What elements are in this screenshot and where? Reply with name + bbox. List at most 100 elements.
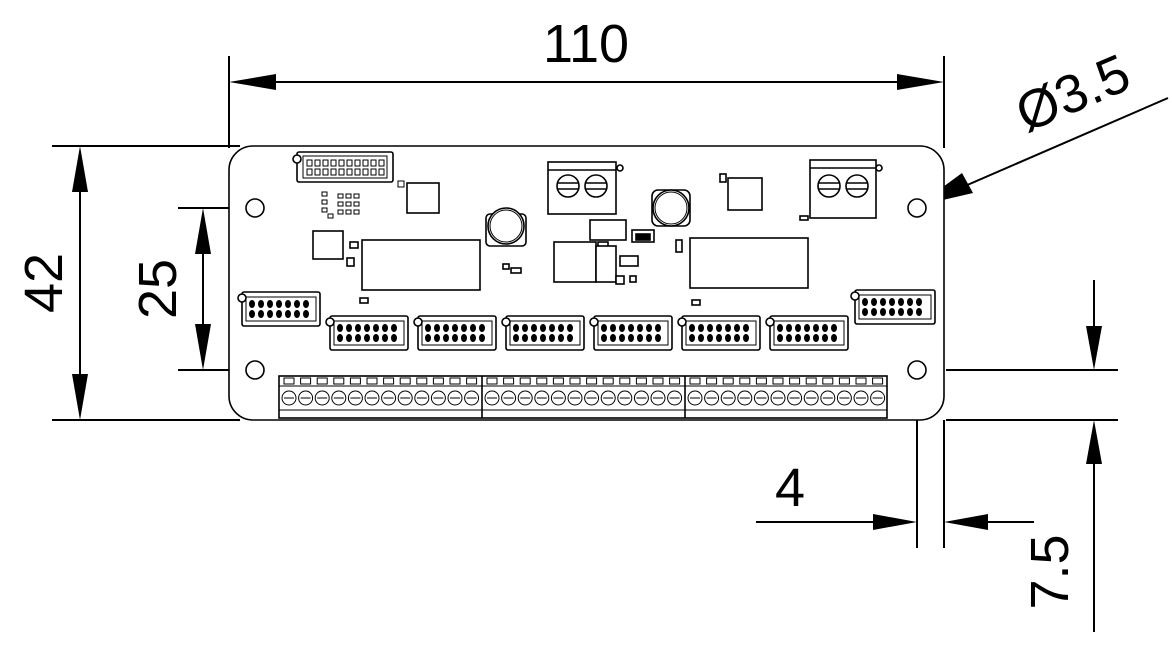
connector-latch: [677, 317, 687, 327]
connector-pin: [513, 334, 519, 342]
connector-latch: [765, 317, 775, 327]
terminal-slot: [432, 377, 444, 385]
smd-part: [321, 191, 328, 197]
connector-pin: [907, 298, 913, 306]
connector-pin: [795, 324, 801, 332]
connector-pin: [628, 334, 634, 342]
smd-part: [510, 267, 522, 274]
connector-pin: [637, 324, 643, 332]
power-module: [553, 241, 597, 283]
connector-pin: [540, 334, 546, 342]
connector-pin: [303, 310, 309, 318]
terminal-slot: [652, 377, 664, 385]
ic-chip-left: [312, 230, 344, 260]
connector-pin: [479, 334, 485, 342]
connector-latch: [325, 317, 335, 327]
connector-inner: [509, 320, 581, 346]
dimension-width: [228, 56, 945, 148]
connector-pin: [707, 324, 713, 332]
terminal-slot: [449, 377, 461, 385]
connector-latch: [237, 293, 247, 303]
connector-pin: [743, 334, 749, 342]
connector-pin: [443, 334, 449, 342]
connector-pin: [434, 324, 440, 332]
connector-pin: [267, 310, 273, 318]
connector-pin: [258, 310, 264, 318]
ic-chip-center: [589, 219, 627, 241]
terminal-slot: [706, 377, 718, 385]
connector-pin: [646, 334, 652, 342]
terminal-slot: [805, 377, 817, 385]
header-pin: [346, 159, 353, 167]
terminal-slot: [635, 377, 647, 385]
connector-latch: [413, 317, 423, 327]
connector-pin: [249, 300, 255, 308]
smd-part: [675, 239, 683, 253]
connector-pin: [831, 334, 837, 342]
connector-pin: [346, 324, 352, 332]
terminal-slot: [283, 377, 295, 385]
terminal-slot: [536, 377, 548, 385]
header-pin: [362, 159, 369, 167]
relay-right: [689, 237, 809, 289]
connector-pin: [549, 334, 555, 342]
smd-part: [615, 275, 625, 285]
connector-pin: [880, 298, 886, 306]
connector-pin: [880, 308, 886, 316]
header-pin: [306, 168, 313, 176]
terminal-screws: [281, 377, 886, 406]
connector-inner: [597, 320, 669, 346]
header-pin: [378, 159, 385, 167]
ic-chip-right: [727, 177, 763, 211]
smd-part: [799, 215, 809, 221]
smd-part: [349, 241, 359, 249]
header-pin: [354, 159, 361, 167]
connector-inner: [421, 320, 493, 346]
connector-pin: [285, 310, 291, 318]
connector-pin: [786, 334, 792, 342]
connector-pin: [725, 324, 731, 332]
connector-pin: [822, 334, 828, 342]
connector-latch: [850, 291, 860, 301]
smd-part: [691, 299, 701, 306]
header-pin: [338, 159, 345, 167]
top-header-connector: [292, 151, 394, 183]
ic-chip-upper: [406, 182, 440, 214]
power-module-tab: [595, 245, 617, 283]
connector-pin: [716, 324, 722, 332]
connector-pin: [619, 324, 625, 332]
connector-pin: [373, 324, 379, 332]
connector-pin: [355, 324, 361, 332]
smd-part: [719, 173, 727, 183]
mounting-hole-bottom-right: [907, 360, 927, 380]
dimension-hole-spacing: [178, 207, 230, 371]
connector-pin: [822, 324, 828, 332]
terminal-slot: [619, 377, 631, 385]
header-connector-4: [589, 315, 673, 351]
connector-pin: [549, 324, 555, 332]
connector-pin: [804, 334, 810, 342]
connector-pin: [258, 300, 264, 308]
connector-pin: [434, 334, 440, 342]
header-pin: [322, 168, 329, 176]
connector-pin: [452, 334, 458, 342]
connector-pin: [364, 334, 370, 342]
connector-latch: [501, 317, 511, 327]
connector-pin: [734, 324, 740, 332]
connector-pin: [276, 310, 282, 318]
header-pin: [306, 159, 313, 167]
terminal-slot: [466, 377, 478, 385]
connector-pin: [655, 334, 661, 342]
connector-pin: [601, 334, 607, 342]
connector-pin: [716, 334, 722, 342]
connector-pin: [862, 308, 868, 316]
terminal-slot: [349, 377, 361, 385]
connector-pin: [862, 298, 868, 306]
terminal-slot: [722, 377, 734, 385]
connector-pin: [689, 324, 695, 332]
connector-pin: [461, 334, 467, 342]
connector-pin: [558, 324, 564, 332]
header-connector-5: [677, 315, 761, 351]
connector-pin: [391, 334, 397, 342]
smd-part: [359, 297, 369, 304]
